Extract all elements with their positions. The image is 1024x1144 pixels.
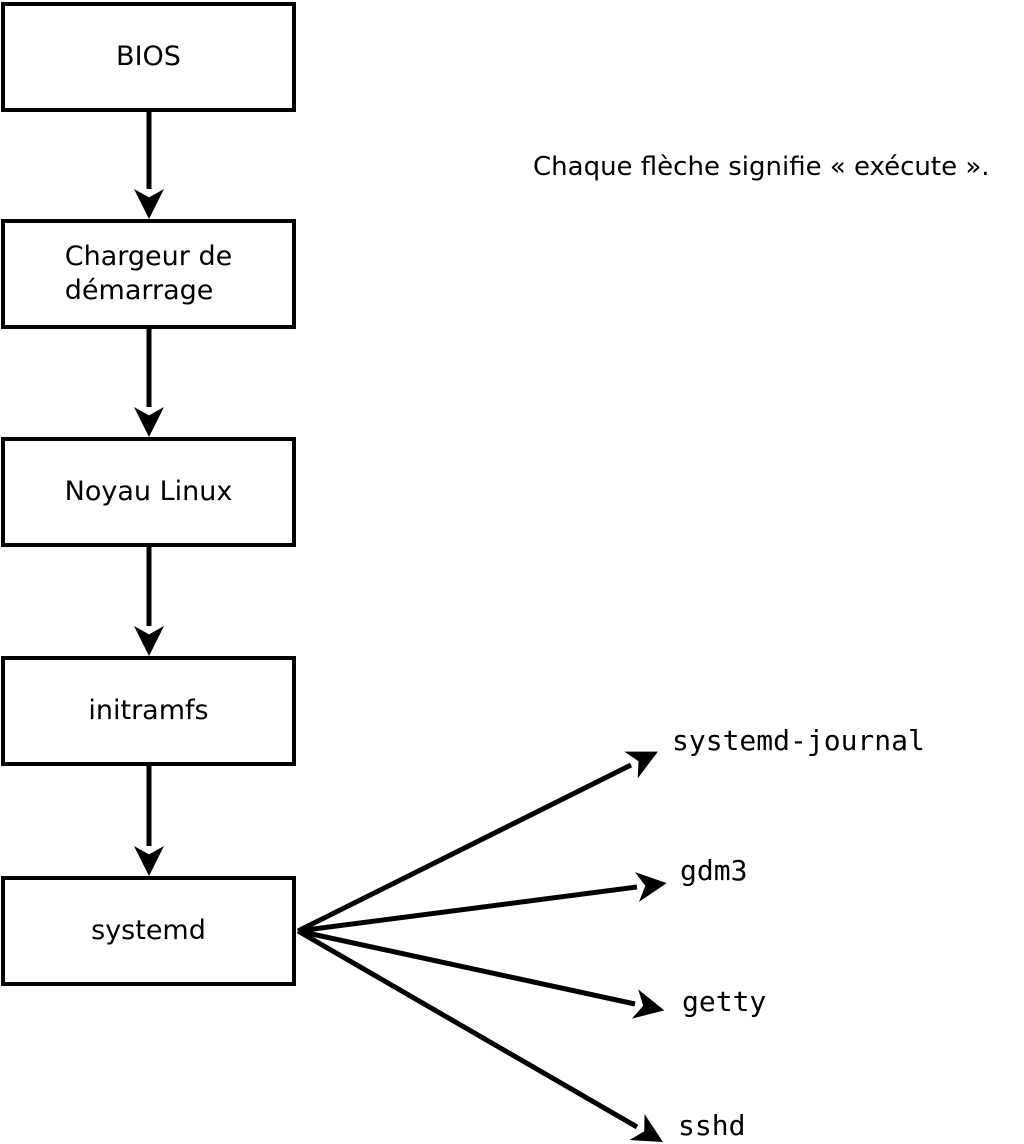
process-label-gdm3: gdm3	[680, 854, 748, 887]
node-bios: BIOS	[1, 2, 296, 112]
node-initramfs: initramfs	[1, 656, 296, 766]
node-systemd: systemd	[1, 876, 296, 986]
node-initramfs-label: initramfs	[88, 695, 209, 726]
arrow-systemd-to-sshd	[296, 928, 663, 1143]
node-bootloader: Chargeur de démarrage	[1, 219, 296, 329]
node-kernel: Noyau Linux	[1, 437, 296, 547]
node-systemd-label: systemd	[91, 915, 206, 946]
arrow-systemd-to-gdm3	[297, 872, 667, 934]
arrow-legend-caption: Chaque flèche signifie « exécute ».	[533, 152, 990, 182]
process-label-sshd: sshd	[678, 1109, 746, 1142]
node-bios-label: BIOS	[116, 41, 181, 72]
node-kernel-label: Noyau Linux	[64, 476, 233, 507]
node-bootloader-label: Chargeur de démarrage	[64, 241, 233, 306]
process-label-getty: getty	[682, 985, 767, 1018]
process-label-systemd-journal: systemd-journal	[672, 724, 925, 757]
arrow-systemd-to-getty	[297, 928, 665, 1019]
arrow-systemd-to-journal	[296, 751, 658, 934]
